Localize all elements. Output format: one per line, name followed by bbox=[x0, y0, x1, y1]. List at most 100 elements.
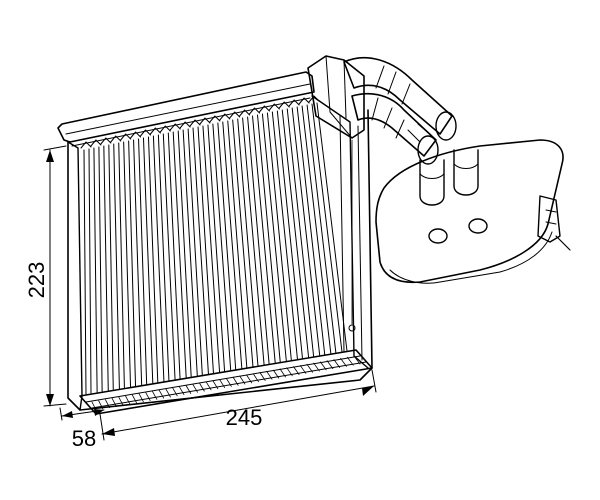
fin-cap bbox=[209, 115, 221, 123]
tank-ridge bbox=[152, 390, 158, 400]
fin bbox=[113, 142, 125, 390]
fin-cap bbox=[169, 123, 181, 131]
tank-ridge bbox=[91, 401, 97, 411]
dimension-height-label: 223 bbox=[24, 262, 49, 299]
tank-ridge bbox=[326, 360, 334, 370]
fin-cap bbox=[100, 137, 112, 145]
tank-ridge bbox=[232, 376, 239, 386]
fin bbox=[281, 108, 315, 358]
tank-ridge bbox=[105, 399, 110, 409]
tank-ridge bbox=[313, 362, 320, 372]
flange-hole-right bbox=[468, 218, 488, 234]
flange-stub-right bbox=[453, 149, 479, 196]
left-side-plate bbox=[67, 141, 83, 411]
fin-cap bbox=[80, 141, 92, 149]
fin bbox=[133, 138, 148, 386]
tank-ridge bbox=[131, 394, 138, 404]
tank-ridge bbox=[212, 380, 219, 390]
valve-body bbox=[537, 195, 561, 243]
fin bbox=[182, 128, 203, 377]
fin-cap bbox=[239, 109, 251, 117]
tank-ridge bbox=[199, 382, 205, 392]
fin bbox=[103, 144, 114, 391]
tank-ridge bbox=[320, 361, 327, 371]
fin-cap bbox=[179, 121, 191, 129]
fin bbox=[252, 114, 281, 364]
fin bbox=[291, 106, 326, 357]
tank-ridge bbox=[239, 375, 246, 385]
tank-ridge bbox=[346, 356, 354, 366]
tank-ridge bbox=[246, 374, 253, 384]
tank-ridge bbox=[306, 363, 314, 373]
tank-ridge bbox=[125, 395, 131, 405]
fin-cap bbox=[258, 105, 270, 113]
fin bbox=[142, 136, 159, 384]
fin bbox=[301, 104, 337, 355]
dimension-width-label: 245 bbox=[226, 405, 263, 430]
drain-pin bbox=[348, 324, 356, 332]
tank-ridge bbox=[340, 357, 347, 367]
tank-ridge bbox=[353, 355, 361, 365]
fin bbox=[271, 110, 303, 360]
tank-ridge bbox=[158, 389, 165, 399]
tank-ridge bbox=[333, 359, 341, 368]
tank-ridge bbox=[279, 368, 286, 378]
fin-cap bbox=[139, 129, 151, 137]
core-fins bbox=[80, 95, 348, 395]
tank-ridge bbox=[111, 398, 117, 407]
fin-cap bbox=[288, 99, 300, 107]
pipe-fitting-upper bbox=[435, 111, 457, 141]
flange-stub-left bbox=[419, 159, 445, 206]
fin bbox=[93, 146, 103, 393]
tank-ridge bbox=[185, 385, 192, 394]
pipe-fitting-lower bbox=[417, 135, 439, 165]
flange-hole-left bbox=[428, 228, 448, 244]
tank-ridge bbox=[266, 370, 273, 380]
tank-ridge bbox=[165, 388, 171, 398]
fin bbox=[172, 130, 192, 379]
tank-ridge bbox=[192, 383, 198, 393]
fin-cap bbox=[110, 135, 122, 143]
fin bbox=[152, 134, 170, 382]
fin-cap bbox=[278, 101, 290, 109]
tank-ridge bbox=[138, 393, 144, 403]
fin bbox=[261, 112, 292, 362]
tank-ridge bbox=[225, 378, 232, 387]
tank-ridge bbox=[145, 392, 151, 401]
top-header-rail bbox=[57, 71, 315, 143]
tank-ridge bbox=[118, 396, 124, 406]
fin-cap bbox=[149, 127, 161, 135]
valve-flange-plate bbox=[375, 139, 564, 284]
fin-cap bbox=[249, 107, 261, 115]
fin-cap bbox=[308, 95, 320, 103]
tank-ridge bbox=[172, 387, 178, 397]
upper-pipe bbox=[343, 56, 453, 135]
lower-pipe bbox=[351, 92, 437, 157]
tank-ridge bbox=[272, 369, 280, 379]
bottom-tank bbox=[79, 349, 373, 415]
tank-ridge bbox=[259, 372, 266, 381]
evaporator-core bbox=[57, 71, 373, 415]
fin bbox=[202, 124, 226, 373]
dimension-depth: 58 bbox=[59, 407, 105, 451]
fin-cap bbox=[268, 103, 280, 111]
tank-ridge bbox=[299, 365, 307, 374]
tank-ridge bbox=[205, 381, 212, 391]
fin-cap bbox=[219, 113, 231, 121]
fin-cap bbox=[90, 139, 102, 147]
refrigerant-pipes bbox=[307, 55, 571, 284]
bottom-tank-ridges bbox=[91, 355, 361, 411]
fin bbox=[222, 120, 248, 369]
tank-ridge bbox=[252, 373, 259, 383]
fin-cap bbox=[120, 133, 132, 141]
tank-ridge bbox=[286, 367, 293, 377]
fin-cap bbox=[298, 97, 310, 105]
fin bbox=[311, 102, 348, 353]
dimension-height: 223 bbox=[24, 145, 67, 407]
fin bbox=[123, 140, 137, 388]
fin-cap bbox=[199, 117, 211, 125]
tank-ridge bbox=[98, 400, 104, 410]
fin bbox=[242, 116, 270, 366]
tank-ridge bbox=[178, 386, 185, 396]
